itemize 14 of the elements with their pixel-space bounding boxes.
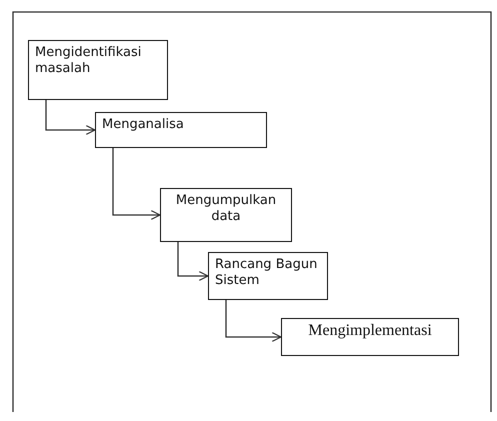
arrow [225,300,282,342]
arrow [45,100,96,136]
step-label: Menganalisa [102,117,184,133]
process-box [160,188,292,242]
process-box [281,318,459,356]
process-box [95,112,267,148]
step-label: Mengidentifikasi masalah [35,45,142,77]
process-box [208,252,328,300]
step-label: Mengumpulkan data [174,193,278,225]
arrow [177,242,209,282]
process-box [28,40,168,100]
step-label: Rancang Bagun Sistem [215,257,318,289]
step-label: Mengimplementasi [308,323,432,339]
arrow [112,148,161,220]
